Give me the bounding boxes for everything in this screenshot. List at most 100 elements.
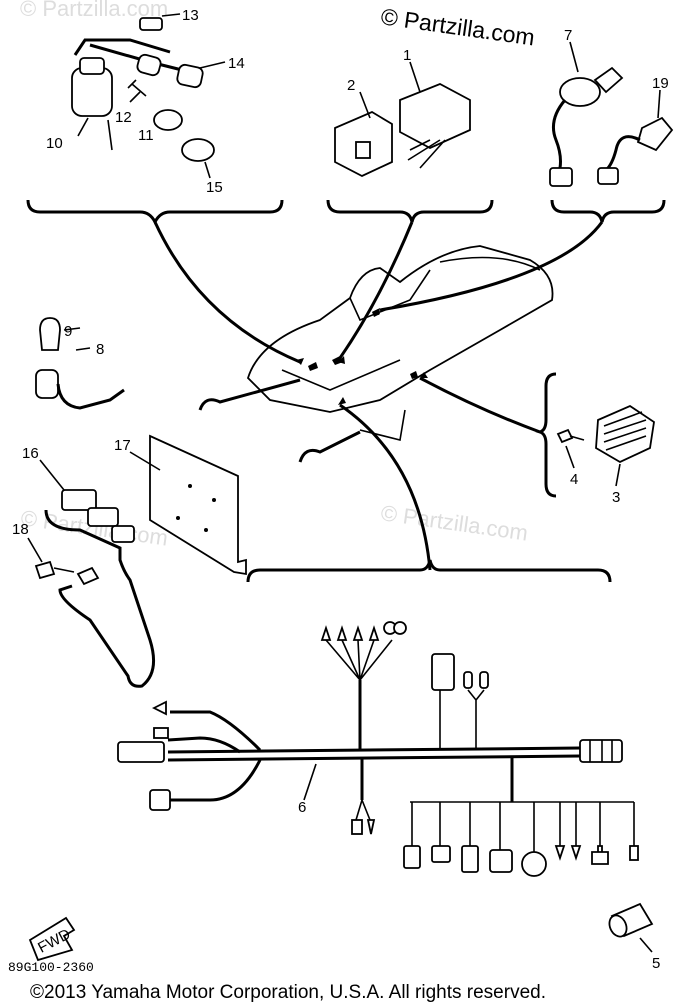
fwd-indicator: FWD [28,916,76,962]
callout-1: 1 [403,47,411,64]
snowmobile-body [246,245,554,413]
watermark-top-right: © Partzilla.com [379,3,536,50]
upper-fan-terminals [320,625,380,641]
snowmobile-illustration [153,221,604,571]
leader-16 [39,459,65,491]
plug-cap-left [136,53,162,77]
bracket-plate-17 [149,434,247,576]
callout-11: 11 [138,127,154,144]
cdi-wires [407,139,446,169]
main-switch-key [593,66,624,94]
terminal-lr-5-round [521,851,547,877]
coil-top [79,57,105,75]
diagram-code: 89G100-2360 [8,960,94,975]
lower-leg-terminal-a [351,819,363,835]
bullet-terminal-b [479,671,489,689]
lower-leg-split [355,799,371,821]
arrow-switch [372,308,380,315]
watermark-faint-top-left: © Partzilla.com [20,0,168,21]
pointer-regulator [419,376,541,434]
left-connector-lower [149,789,171,811]
leader-4 [565,445,575,469]
mark-coil-location [308,362,318,371]
cdi-holder-slot [355,141,371,159]
relay-16 [61,489,97,511]
terminal-lr-6-7 [554,845,582,861]
left-branch-lower [170,759,262,802]
plug-cap-right [176,63,204,89]
pointer-harness [339,403,432,571]
leader-8 [75,347,91,351]
callout-13: 13 [182,7,199,24]
cap-11 [153,109,183,131]
callout-7: 7 [564,27,572,44]
fwd-arrow [28,916,76,962]
leader-9 [63,327,81,331]
main-switch-body [559,77,601,107]
leader-6 [303,763,317,801]
leader-19 [657,89,661,119]
relay-16-connector [111,525,135,543]
mark-cdi-location [332,356,343,365]
leader-10 [77,117,89,137]
pointer-cdi [338,221,414,359]
relay-16-b [87,507,119,527]
terminal-lr-1 [403,845,421,869]
bolt-4 [556,428,574,444]
wire-harness-group: 6 [117,559,639,877]
callout-4: 4 [570,471,578,488]
left-branch-mid [167,736,241,754]
bracket-harness [246,559,612,583]
lower-leg-terminal-b [366,819,376,835]
seat-line [439,256,541,271]
arrow-cdi [338,356,345,364]
leader-17 [129,451,161,471]
switch-19-connector [597,167,619,185]
bulb-5-end [608,914,628,938]
bolt-18 [34,560,56,580]
leader-3 [615,463,621,487]
left-terminal-b [153,727,169,739]
callout-5: 5 [652,955,660,972]
hood-line [281,359,401,391]
callout-18: 18 [12,521,29,538]
regulator-group: 4 3 [535,372,655,506]
bolt-12 [127,79,147,97]
harness-trunk-b [167,754,581,762]
watermark-faint-middle: © Partzilla.com [379,500,529,545]
bracket-top-right [550,199,666,223]
callout-2: 2 [347,77,355,94]
bracket-plate-group: 17 [114,434,247,576]
harness-main-connector [579,739,623,763]
leader-12 [129,91,141,103]
cdi-unit-1 [399,83,471,150]
callout-17: 17 [114,437,131,454]
pointer-switch [379,221,604,312]
arrow-regulator [420,372,428,378]
main-switch-group: 7 19 [549,27,674,223]
coil-lead-upper [73,38,171,56]
copyright-text: ©2013 Yamaha Motor Corporation, U.S.A. A… [30,982,546,1003]
callout-14: 14 [228,55,245,72]
terminal-lr-4 [489,849,513,873]
arrow-harness [338,397,346,405]
arrow-coil [296,358,304,365]
left-terminal-a [151,700,167,716]
callout-15: 15 [206,179,223,196]
callout-6: 6 [298,799,306,816]
terminal-lr-3 [461,845,479,873]
ignition-coil-group: 13 14 10 12 11 15 [26,7,284,226]
bolt-18-shank [53,567,75,573]
callout-8: 8 [96,341,104,358]
lower-right-drops [411,802,635,852]
branch-bullet-wire [467,689,485,748]
leader-1 [409,61,421,93]
connector-13 [139,17,163,31]
ski-right [298,430,361,463]
relay-group: 16 18 [12,445,156,688]
leader-7 [569,41,579,73]
upper-fan-round-b [393,621,407,635]
pointer-coil [153,221,301,364]
bracket-top-middle [326,199,494,223]
